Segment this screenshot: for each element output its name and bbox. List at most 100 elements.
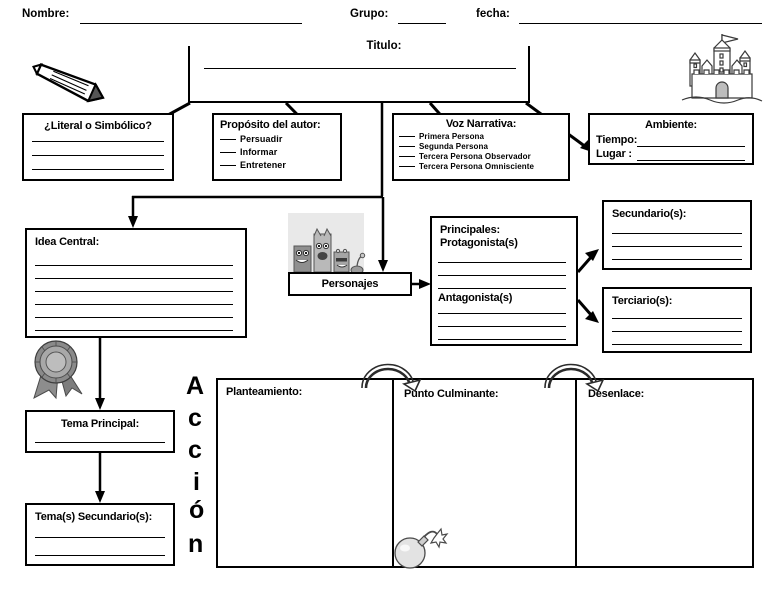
voz-option-segunda[interactable]: Segunda Persona [399, 142, 568, 151]
terciario-line-2[interactable] [612, 331, 742, 332]
nombre-label: Nombre: [22, 8, 70, 20]
proposito-checkbox-informar[interactable] [220, 152, 236, 153]
award-ribbon-icon [33, 340, 83, 400]
secundario-line-2[interactable] [612, 246, 742, 247]
fecha-input[interactable] [519, 23, 762, 24]
titulo-input[interactable] [204, 68, 516, 69]
idea-central-line-6[interactable] [35, 330, 233, 331]
literal-line-1[interactable] [32, 141, 164, 142]
accion-letter-4: i [193, 468, 200, 496]
literal-simbolico-box: ¿Literal o Simbólico? [22, 113, 174, 181]
pencil-icon [32, 63, 105, 103]
antagonista-line-2[interactable] [438, 326, 566, 327]
titulo-bracket-left [188, 46, 190, 102]
idea-central-box: Idea Central: [25, 228, 247, 338]
antagonista-line-1[interactable] [438, 313, 566, 314]
tema-secundario-line-1[interactable] [35, 537, 165, 538]
accion-divider-2 [575, 378, 577, 568]
proposito-option-informar[interactable]: Informar [220, 147, 340, 157]
antagonista-label: Antagonista(s) [438, 292, 513, 304]
proposito-checkbox-entretener[interactable] [220, 165, 236, 166]
ambiente-lugar-label: Lugar : [596, 148, 632, 160]
idea-central-line-3[interactable] [35, 291, 233, 292]
literal-line-2[interactable] [32, 155, 164, 156]
proposito-option-persuadir-label: Persuadir [240, 134, 283, 144]
tema-secundario-line-2[interactable] [35, 555, 165, 556]
grupo-input[interactable] [398, 23, 446, 24]
secundario-box: Secundario(s): [602, 200, 752, 270]
ambiente-lugar-input[interactable] [637, 160, 745, 161]
ambiente-tiempo-input[interactable] [637, 146, 745, 147]
proposito-option-entretener[interactable]: Entretener [220, 160, 340, 170]
voz-checkbox-omnisciente[interactable] [399, 166, 415, 167]
proposito-option-persuadir[interactable]: Persuadir [220, 134, 340, 144]
literal-simbolico-label: ¿Literal o Simbólico? [44, 120, 152, 132]
tema-principal-line-1[interactable] [35, 442, 165, 443]
ambiente-box: Ambiente: Tiempo: Lugar : [588, 113, 754, 165]
accion-letter-3: c [188, 436, 202, 464]
proposito-label: Propósito del autor: [220, 119, 321, 131]
proposito-option-informar-label: Informar [240, 147, 278, 157]
voz-option-omnisciente[interactable]: Tercera Persona Omnisciente [399, 162, 568, 171]
titulo-bracket-bottom [188, 101, 530, 103]
voz-checkbox-segunda[interactable] [399, 146, 415, 147]
voz-narrativa-box: Voz Narrativa: Primera Persona Segunda P… [392, 113, 570, 181]
terciario-line-3[interactable] [612, 344, 742, 345]
protagonista-line-3[interactable] [438, 288, 566, 289]
accion-curved-arrow-2 [544, 363, 605, 393]
voz-option-primera[interactable]: Primera Persona [399, 132, 568, 141]
titulo-bracket-right [528, 46, 530, 102]
principales-label: Principales: [440, 224, 500, 236]
grupo-label: Grupo: [350, 8, 389, 20]
tema-secundario-box: Tema(s) Secundario(s): [25, 503, 175, 566]
characters-icon [293, 227, 366, 275]
voz-option-segunda-label: Segunda Persona [419, 142, 489, 151]
terciario-label: Terciario(s): [612, 295, 673, 307]
tema-principal-box: Tema Principal: [25, 410, 175, 453]
idea-central-line-2[interactable] [35, 278, 233, 279]
fecha-label: fecha: [476, 8, 510, 20]
tema-secundario-label: Tema(s) Secundario(s): [35, 511, 153, 523]
castle-icon [681, 34, 763, 104]
voz-checkbox-primera[interactable] [399, 136, 415, 137]
secundario-label: Secundario(s): [612, 208, 687, 220]
antagonista-line-3[interactable] [438, 339, 566, 340]
idea-central-line-5[interactable] [35, 317, 233, 318]
personajes-box: Personajes [288, 272, 412, 296]
desenlace-input[interactable] [580, 400, 750, 564]
personajes-label: Personajes [321, 278, 379, 290]
literal-line-3[interactable] [32, 169, 164, 170]
idea-central-line-1[interactable] [35, 265, 233, 266]
voz-checkbox-observador[interactable] [399, 156, 415, 157]
secundario-line-3[interactable] [612, 259, 742, 260]
accion-box [216, 378, 754, 568]
principales-box: Principales: Protagonista(s) [430, 216, 578, 346]
accion-curved-arrow-1 [361, 363, 422, 393]
proposito-option-entretener-label: Entretener [240, 160, 287, 170]
ambiente-tiempo-label: Tiempo: [596, 134, 638, 146]
planteamiento-input[interactable] [220, 400, 388, 564]
voz-option-observador[interactable]: Tercera Persona Observador [399, 152, 568, 161]
terciario-line-1[interactable] [612, 318, 742, 319]
titulo-label: Titulo: [366, 40, 402, 52]
secundario-line-1[interactable] [612, 233, 742, 234]
proposito-checkbox-persuadir[interactable] [220, 139, 236, 140]
accion-letter-2: c [188, 404, 202, 432]
proposito-autor-box: Propósito del autor: Persuadir Informar … [212, 113, 342, 181]
voz-option-omnisciente-label: Tercera Persona Omnisciente [419, 162, 535, 171]
nombre-input[interactable] [80, 23, 302, 24]
desenlace-label: Desenlace: [588, 388, 645, 400]
idea-central-line-4[interactable] [35, 304, 233, 305]
voz-option-observador-label: Tercera Persona Observador [419, 152, 531, 161]
voz-narrativa-label: Voz Narrativa: [445, 118, 517, 130]
punto-culminante-label: Punto Culminante: [404, 388, 499, 400]
accion-letter-6: n [188, 530, 204, 558]
planteamiento-label: Planteamiento: [226, 386, 303, 398]
protagonista-line-1[interactable] [438, 262, 566, 263]
protagonista-line-2[interactable] [438, 275, 566, 276]
idea-central-label: Idea Central: [35, 236, 100, 248]
accion-letter-5: ó [189, 496, 205, 524]
protagonista-label: Protagonista(s) [440, 237, 518, 249]
ambiente-label: Ambiente: [645, 119, 697, 131]
